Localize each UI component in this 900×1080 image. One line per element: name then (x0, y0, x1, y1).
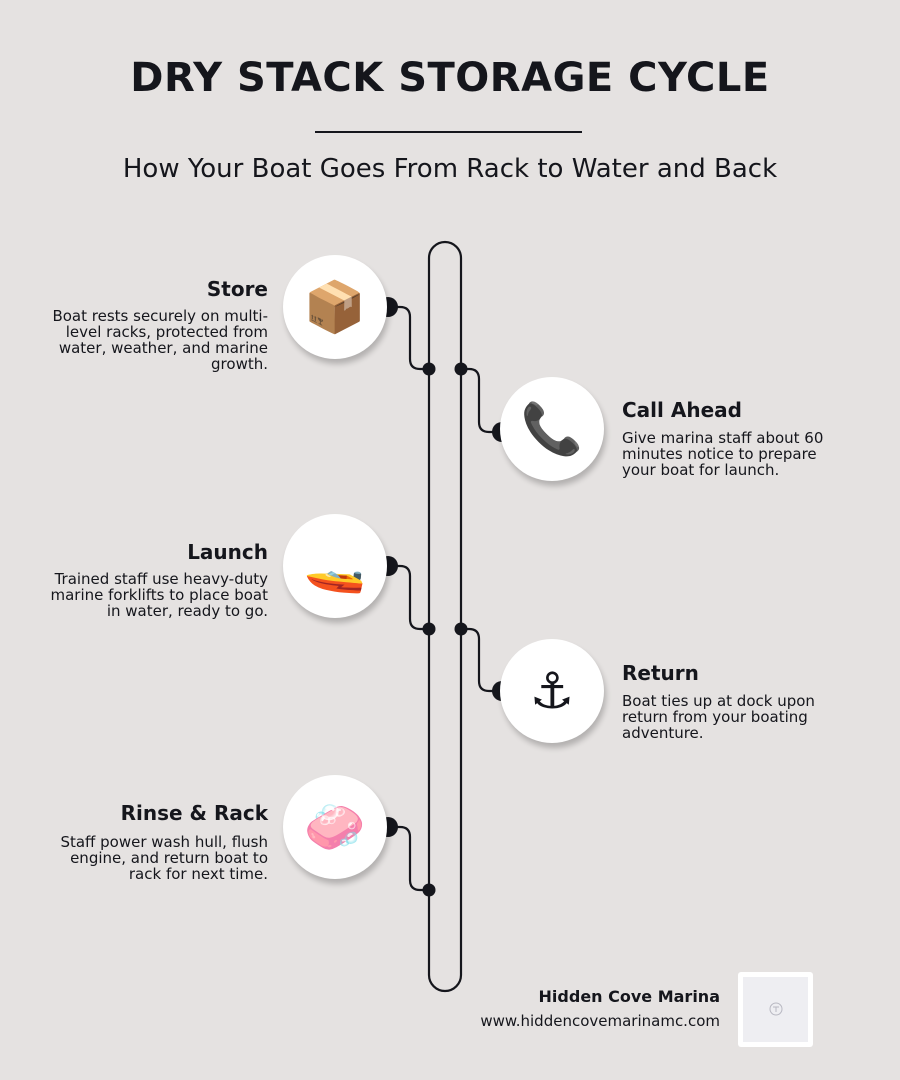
step-title-return: Return (622, 661, 699, 685)
phone-icon: 📞 (520, 400, 584, 458)
connector-store (388, 305, 429, 371)
step-title-call-ahead: Call Ahead (622, 398, 742, 422)
node-call-ahead-track (454, 362, 468, 376)
step-title-launch: Launch (187, 540, 268, 564)
box-icon: 📦 (303, 278, 367, 336)
return-icon-circle: ⚓ (500, 639, 604, 743)
step-desc-launch: Trained staff use heavy-duty marine fork… (50, 570, 269, 620)
node-launch-track (422, 622, 436, 636)
qr-code[interactable] (738, 972, 813, 1047)
store-icon-circle: 📦 (283, 255, 387, 359)
anchor-icon: ⚓ (529, 662, 575, 720)
rinse-rack-icon-circle: 🧼 (283, 775, 387, 879)
connector-call-ahead (461, 367, 502, 434)
timeline-track (427, 240, 463, 993)
connector-return (461, 627, 502, 693)
call-ahead-icon-circle: 📞 (500, 377, 604, 481)
page-title: DRY STACK STORAGE CYCLE (130, 55, 770, 101)
launch-icon-circle: 🚤 (283, 514, 387, 618)
node-return-track (454, 622, 468, 636)
soap-icon: 🧼 (303, 798, 367, 856)
title-divider (315, 131, 582, 133)
connector-rinse-rack (388, 825, 429, 892)
node-rinse-rack-track (422, 883, 436, 897)
step-title-store: Store (206, 277, 268, 301)
website-link[interactable]: www.hiddencovemarinamc.com (480, 1012, 720, 1030)
node-store-track (422, 362, 436, 376)
step-desc-return: Boat ties up at dock upon return from yo… (622, 692, 815, 742)
connector-launch (388, 564, 429, 631)
page-subtitle: How Your Boat Goes From Rack to Water an… (122, 154, 778, 184)
step-title-rinse-rack: Rinse & Rack (120, 801, 268, 825)
brand-name: Hidden Cove Marina (538, 987, 720, 1006)
step-desc-store: Boat rests securely on multi-level racks… (52, 307, 268, 373)
speedboat-icon: 🚤 (303, 537, 367, 595)
qr-code-icon (769, 1002, 782, 1015)
step-desc-rinse-rack: Staff power wash hull, flush engine, and… (60, 833, 268, 883)
step-desc-call-ahead: Give marina staff about 60 minutes notic… (622, 429, 824, 479)
